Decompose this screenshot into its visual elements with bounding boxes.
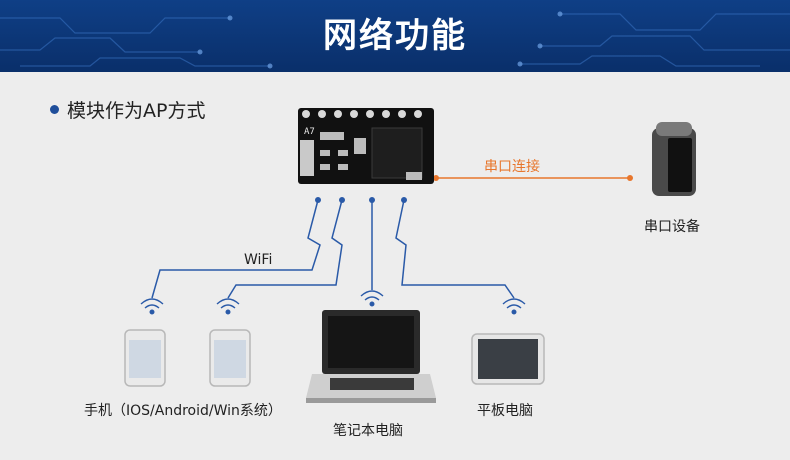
subtitle: 模块作为AP方式	[50, 96, 205, 123]
circuit-pattern	[0, 11, 790, 69]
phones-label: 手机（IOS/Android/Win系统）	[84, 403, 282, 419]
signal-icon-laptop	[360, 290, 384, 307]
laptop-icon	[306, 310, 436, 403]
header-banner: 网络功能	[0, 0, 790, 72]
phone-1-icon	[124, 329, 166, 387]
link-phone-2	[227, 199, 343, 299]
serial-link-line	[433, 175, 633, 181]
signal-icon-phone-1	[140, 298, 164, 315]
signal-icon-phone-2	[216, 298, 240, 315]
chip	[371, 127, 423, 179]
module-pins	[302, 110, 422, 118]
tablet-label: 平板电脑	[477, 403, 533, 419]
bullet-dot	[50, 105, 59, 114]
page-title: 网络功能	[323, 16, 467, 56]
signal-icon-tablet	[502, 298, 526, 315]
serial-link-label: 串口连接	[484, 159, 540, 175]
link-tablet	[395, 199, 515, 299]
phone-2-icon	[209, 329, 251, 387]
wifi-label: WiFi	[244, 252, 273, 268]
module-silkscreen: A7	[304, 127, 315, 137]
wifi-module-board: A7	[298, 108, 434, 184]
signal-icons	[140, 290, 526, 315]
serial-device-icon	[652, 122, 696, 196]
antenna-trace	[300, 140, 314, 176]
wifi-links	[151, 199, 515, 299]
antenna-dots	[315, 197, 407, 203]
laptop-label: 笔记本电脑	[333, 423, 403, 439]
subtitle-text: 模块作为AP方式	[67, 100, 206, 122]
tablet-icon	[471, 333, 545, 385]
link-phone-1	[151, 199, 321, 299]
serial-device-label: 串口设备	[644, 219, 700, 235]
